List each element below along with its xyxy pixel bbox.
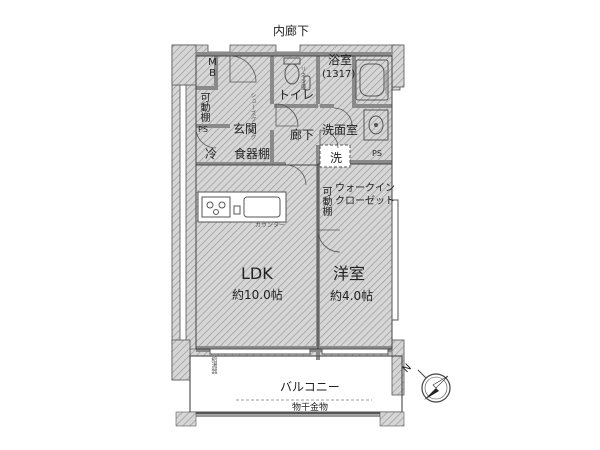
ldk-label: LDK: [241, 264, 273, 283]
bath-size-label: (1317): [322, 69, 356, 80]
kitchen-counter: [197, 191, 287, 223]
bathtub-icon: [355, 59, 389, 101]
storage-left-label: 可動棚: [198, 92, 209, 122]
right-column: [391, 44, 405, 88]
western-label: 洋室: [333, 264, 366, 283]
walkin-label-2: クローゼット: [335, 196, 395, 207]
fridge-label: 冷: [205, 147, 218, 161]
corridor-label: 内廊下: [273, 24, 310, 38]
right-lower-column: [391, 339, 405, 396]
toilet-label: トイレ: [278, 88, 315, 102]
balcony-label: バルコニー: [280, 380, 340, 394]
left-column: [171, 44, 197, 86]
washbasin-icon: [363, 109, 389, 141]
dish-shelf-label: 食器棚: [234, 147, 271, 161]
bath-label: 浴室: [328, 53, 353, 67]
entrance-label: 玄関: [233, 122, 258, 136]
walkin-label-1: ウォークイン: [335, 183, 395, 194]
balcony-floor: [190, 355, 390, 413]
storage-right-label: 可動棚: [320, 186, 331, 216]
drying-rack-label: 物干金物: [292, 403, 329, 413]
ldk-area-label: 約10.0帖: [232, 288, 283, 302]
ps-right-label: PS: [372, 149, 382, 158]
hallway-label: 廊下: [290, 128, 315, 142]
washroom-label: 洗面室: [322, 123, 359, 137]
washer-label: 洗: [330, 151, 343, 165]
western-area-label: 約4.0帖: [330, 289, 374, 303]
balcony-rail: [189, 355, 403, 417]
shoe-closet-label: シューズクローク: [249, 92, 256, 140]
windows: [209, 199, 399, 355]
doors: [195, 55, 353, 253]
mb-text: MB: [207, 57, 218, 79]
left-lower-column: [171, 339, 191, 381]
mb-label: MB: [206, 57, 218, 82]
ps-left-label: PS: [198, 125, 208, 134]
aircon-label: 給湯器: [210, 356, 217, 374]
counter-label: カウンター: [255, 222, 286, 229]
washer-pan: [319, 144, 351, 168]
linen-label: リネン庫: [299, 66, 306, 90]
compass-icon: [417, 369, 451, 403]
toilet-icon: [283, 57, 311, 91]
